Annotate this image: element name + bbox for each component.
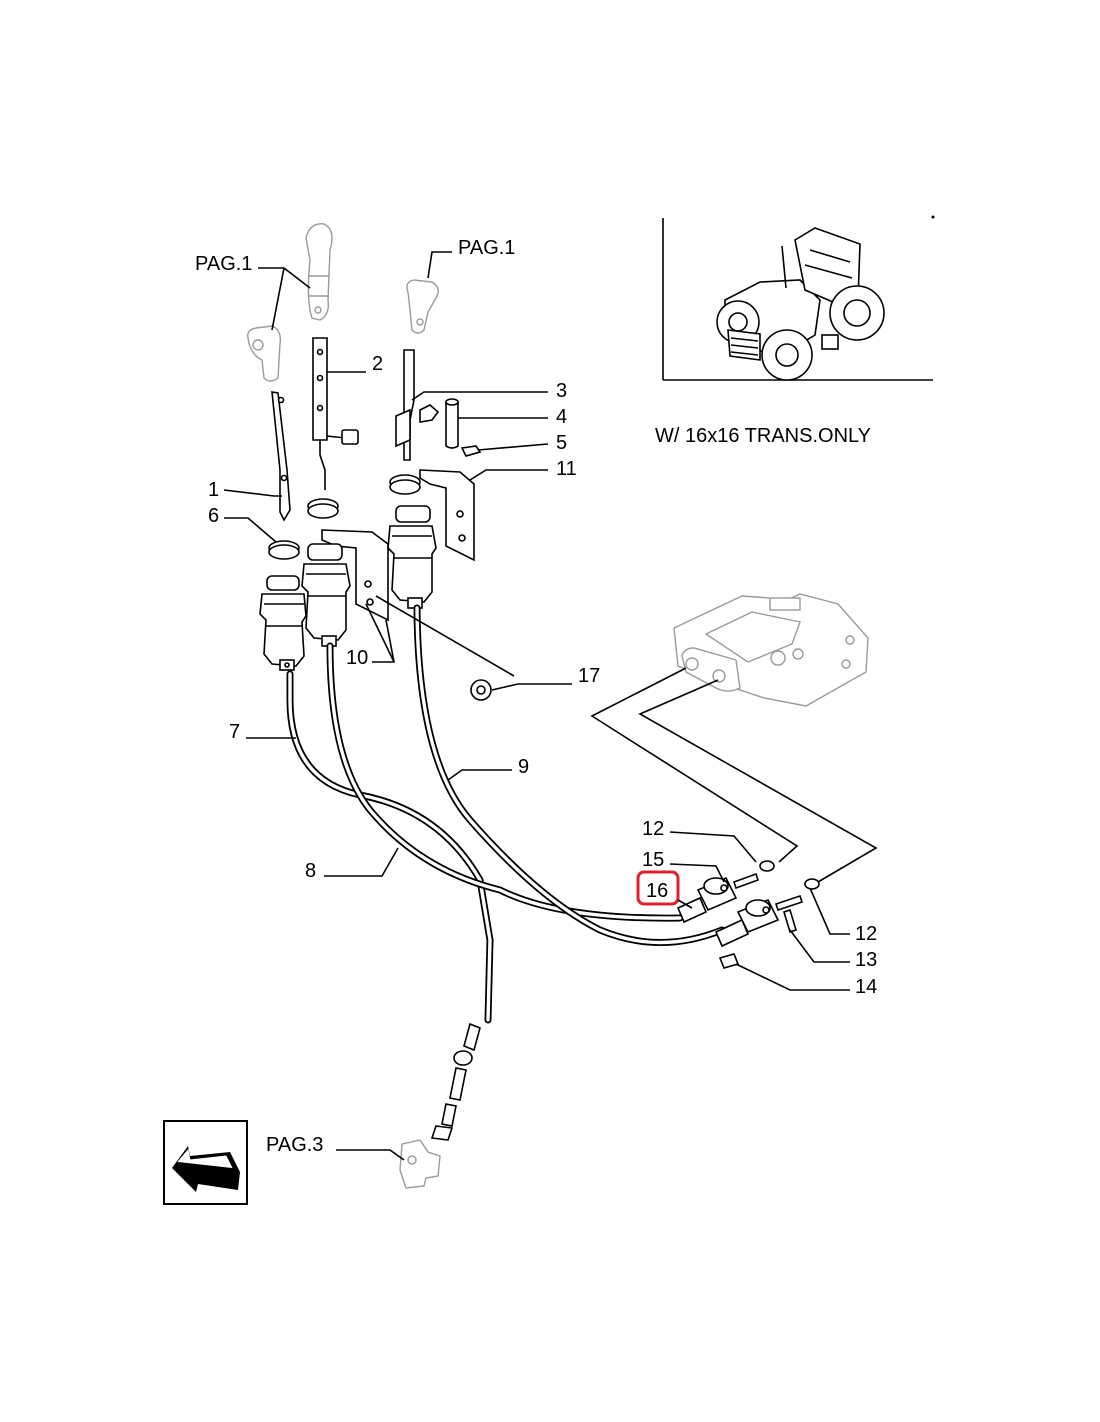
actuator-upper (676, 860, 775, 924)
callout-4: 4 (556, 406, 567, 428)
inset-caption: W/ 16x16 TRANS.ONLY (655, 425, 871, 447)
highlight-box-16 (636, 870, 680, 906)
clip-5 (460, 445, 482, 457)
transmission-housing (673, 593, 869, 707)
callout-3: 3 (556, 380, 567, 402)
callout-7: 7 (229, 721, 240, 743)
housing-left (259, 575, 307, 671)
cable-end-lower (430, 1022, 481, 1141)
callout-10: 10 (346, 647, 368, 669)
callout-15: 15 (642, 849, 664, 871)
knob-middle (305, 223, 333, 321)
callout-12-lower: 12 (855, 923, 877, 945)
housing-right (387, 505, 437, 609)
callout-11: 11 (556, 458, 577, 480)
lever-2 (312, 337, 359, 490)
callout-5: 5 (556, 432, 567, 454)
callout-16: 16 (646, 880, 668, 902)
callout-6: 6 (208, 505, 219, 527)
callout-2: 2 (372, 353, 383, 375)
housing-middle (301, 543, 351, 647)
bracket-11 (419, 469, 475, 562)
callout-9: 9 (518, 756, 529, 778)
callout-8: 8 (305, 860, 316, 882)
page-ref-pag3[interactable]: PAG.3 (266, 1134, 323, 1156)
cables (286, 604, 726, 1024)
pin-4 (445, 398, 459, 449)
bracket-10 (321, 529, 389, 622)
knob-right (406, 279, 439, 334)
tractor-icon (716, 227, 885, 381)
page-ref-pag1-center[interactable]: PAG.1 (458, 237, 515, 259)
lever-3 (395, 349, 440, 461)
callout-12-upper: 12 (642, 818, 664, 840)
callout-1: 1 (208, 479, 219, 501)
clamp-rings (268, 474, 421, 560)
knob-left (246, 325, 282, 382)
lever-1 (271, 391, 291, 522)
callout-13: 13 (855, 949, 877, 971)
inset-panel (662, 215, 935, 381)
arrow-previous-page-icon[interactable] (163, 1120, 248, 1205)
washer-17 (470, 679, 492, 701)
actuator-lower (714, 878, 820, 969)
callout-17: 17 (578, 665, 600, 687)
page-ref-pag1-left[interactable]: PAG.1 (195, 253, 252, 275)
callout-14: 14 (855, 976, 877, 998)
fork-pag3 (399, 1139, 441, 1189)
